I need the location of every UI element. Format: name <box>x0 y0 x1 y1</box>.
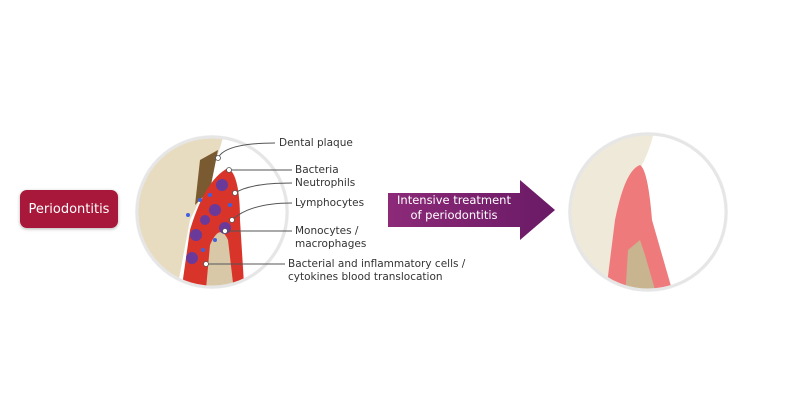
label-translocation: Bacterial and inflammatory cells / cytok… <box>288 258 465 284</box>
translocation-line-1: Bacterial and inflammatory cells / <box>288 258 466 270</box>
periodontitis-label: Periodontitis <box>20 190 118 228</box>
label-dental-plaque: Dental plaque <box>279 137 353 149</box>
healthy-illustration <box>568 132 728 292</box>
monocytes-line-1: Monocytes / <box>295 225 359 237</box>
treatment-line-2: of periodontitis <box>410 208 498 222</box>
label-neutrophils: Neutrophils <box>295 177 356 189</box>
monocytes-line-2: macrophages <box>295 238 367 250</box>
label-lymphocytes: Lymphocytes <box>295 197 365 209</box>
label-monocytes: Monocytes / macrophages <box>295 225 366 251</box>
treatment-label: Intensive treatment of periodontitis <box>392 193 516 227</box>
periodontitis-illustration <box>135 135 293 289</box>
translocation-line-2: cytokines blood translocation <box>288 271 443 283</box>
treatment-line-1: Intensive treatment <box>397 193 511 207</box>
treatment-arrow <box>388 180 555 240</box>
label-bacteria: Bacteria <box>295 164 339 176</box>
